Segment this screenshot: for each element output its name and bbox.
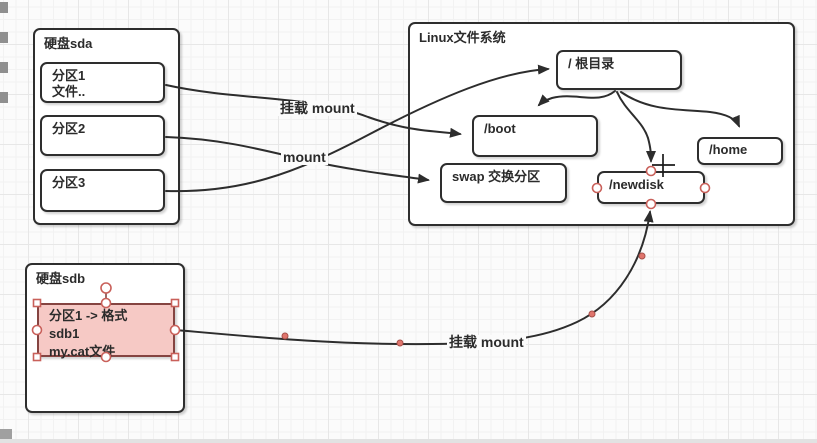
node-boot[interactable]: /boot	[472, 115, 598, 157]
node-sda-partition1[interactable]: 分区1 文件..	[40, 62, 165, 103]
sdb1-rotation-handle[interactable]	[100, 282, 112, 294]
disk-sda-title: 硬盘sda	[44, 36, 93, 51]
sdb-partition1-name-label: sdb1	[49, 326, 80, 341]
sda-partition2-label: 分区2	[52, 121, 86, 136]
sdb-partition1-format-label: 分区1 -> 格式	[49, 308, 128, 323]
sdb1-handle-top-left[interactable]	[32, 298, 42, 308]
linux-filesystem-title: Linux文件系统	[419, 30, 506, 45]
edge-waypoint[interactable]	[588, 310, 596, 318]
edge-label-mount-root[interactable]: mount	[281, 149, 328, 165]
edge-label-mount-newdisk[interactable]: 挂载 mount	[447, 334, 526, 350]
sdb1-handle-bottom-right[interactable]	[170, 352, 180, 362]
home-label: /home	[709, 142, 748, 157]
sdb-partition1-file-label: my.cat文件	[49, 344, 116, 359]
node-sda-partition2[interactable]: 分区2	[40, 115, 165, 156]
left-edge-dashes	[0, 0, 8, 112]
edge-root-to-boot[interactable]	[537, 90, 616, 107]
newdisk-handle-right[interactable]	[699, 182, 711, 194]
edge-waypoint[interactable]	[281, 332, 289, 340]
edge-sdb1-to-newdisk[interactable]	[175, 210, 654, 346]
bottom-edge-strip	[0, 439, 817, 443]
bottom-left-notch	[0, 429, 12, 439]
node-sda-partition3[interactable]: 分区3	[40, 169, 165, 212]
node-swap[interactable]: swap 交换分区	[440, 163, 567, 203]
sda-partition3-label: 分区3	[52, 175, 86, 190]
crosshair-cursor-icon	[652, 154, 675, 177]
sdb1-handle-bottom[interactable]	[100, 351, 112, 363]
disk-sdb-title: 硬盘sdb	[36, 271, 86, 286]
newdisk-label: /newdisk	[609, 177, 664, 192]
edge-label-mount-boot[interactable]: 挂载 mount	[278, 100, 357, 116]
sdb1-handle-right[interactable]	[169, 324, 181, 336]
sda-partition1-files-label: 文件..	[52, 84, 86, 99]
sdb1-handle-top-right[interactable]	[170, 298, 180, 308]
edge-partition3-to-root[interactable]	[165, 64, 550, 193]
edge-root-to-newdisk[interactable]	[616, 91, 656, 163]
root-directory-label: / 根目录	[568, 56, 615, 71]
sdb1-handle-left[interactable]	[31, 324, 43, 336]
node-home[interactable]: /home	[697, 137, 783, 165]
sda-partition1-label: 分区1	[52, 68, 86, 83]
edge-root-to-home[interactable]	[620, 91, 740, 128]
newdisk-handle-top[interactable]	[645, 165, 657, 177]
edge-waypoint[interactable]	[396, 339, 404, 347]
edge-waypoint[interactable]	[638, 252, 646, 260]
boot-label: /boot	[484, 121, 516, 136]
swap-label: swap 交换分区	[452, 169, 541, 184]
newdisk-handle-left[interactable]	[591, 182, 603, 194]
sdb1-handle-bottom-left[interactable]	[32, 352, 42, 362]
newdisk-handle-bottom[interactable]	[645, 198, 657, 210]
node-root-directory[interactable]: / 根目录	[556, 50, 682, 90]
sdb1-handle-top[interactable]	[100, 297, 112, 309]
